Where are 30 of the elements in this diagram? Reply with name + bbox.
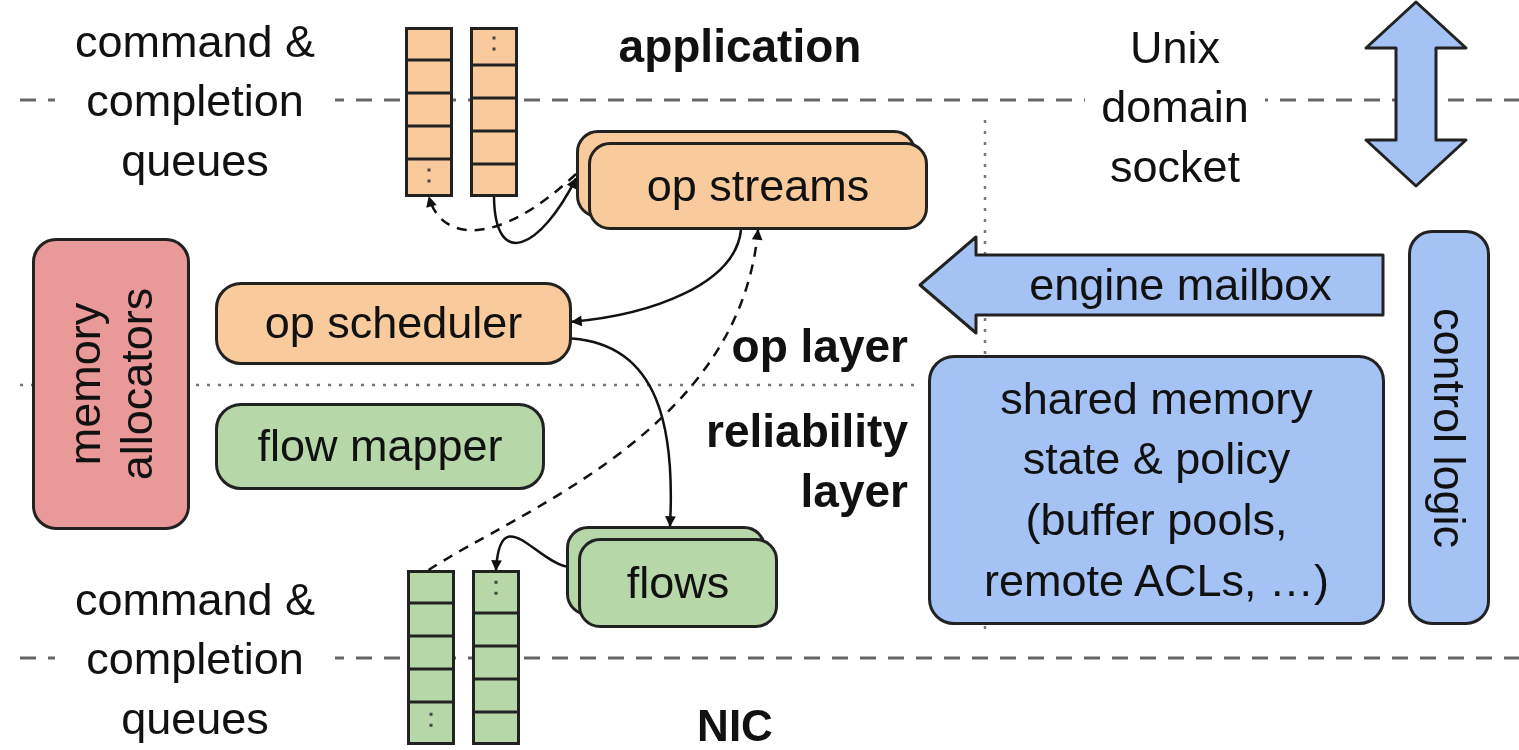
node-label: flows [626,556,730,611]
arrow [491,535,567,572]
node-label: shared memory state & policy (buffer pools, remote ACLs, …) [982,371,1331,608]
mailbox-block [918,235,1385,335]
queue-column [470,27,518,197]
component-box [32,238,190,530]
queue-column [405,27,453,197]
node-label: engine mailbox [1029,258,1332,313]
node-label: op scheduler [264,296,523,351]
arrow [427,173,577,232]
layer-label: NIC [696,700,774,750]
node-label: control logic [1423,306,1475,550]
queue-column [472,570,520,745]
process-box [578,538,778,628]
node-label: op streams [646,159,870,214]
process-box [588,142,928,230]
process-box [215,282,572,365]
node-label: memory allocators [59,286,163,483]
arrow [570,229,743,327]
layer-label: application [617,19,863,74]
process-box [215,403,545,490]
component-box [1408,230,1490,625]
process-box [928,355,1385,625]
queue-column [407,570,455,745]
arrow [571,337,676,528]
node-label: flow mapper [257,419,503,474]
arrow [427,228,762,572]
layer-label: reliability layer [705,404,908,519]
arrow [492,177,578,244]
layer-label: op layer [730,319,908,374]
